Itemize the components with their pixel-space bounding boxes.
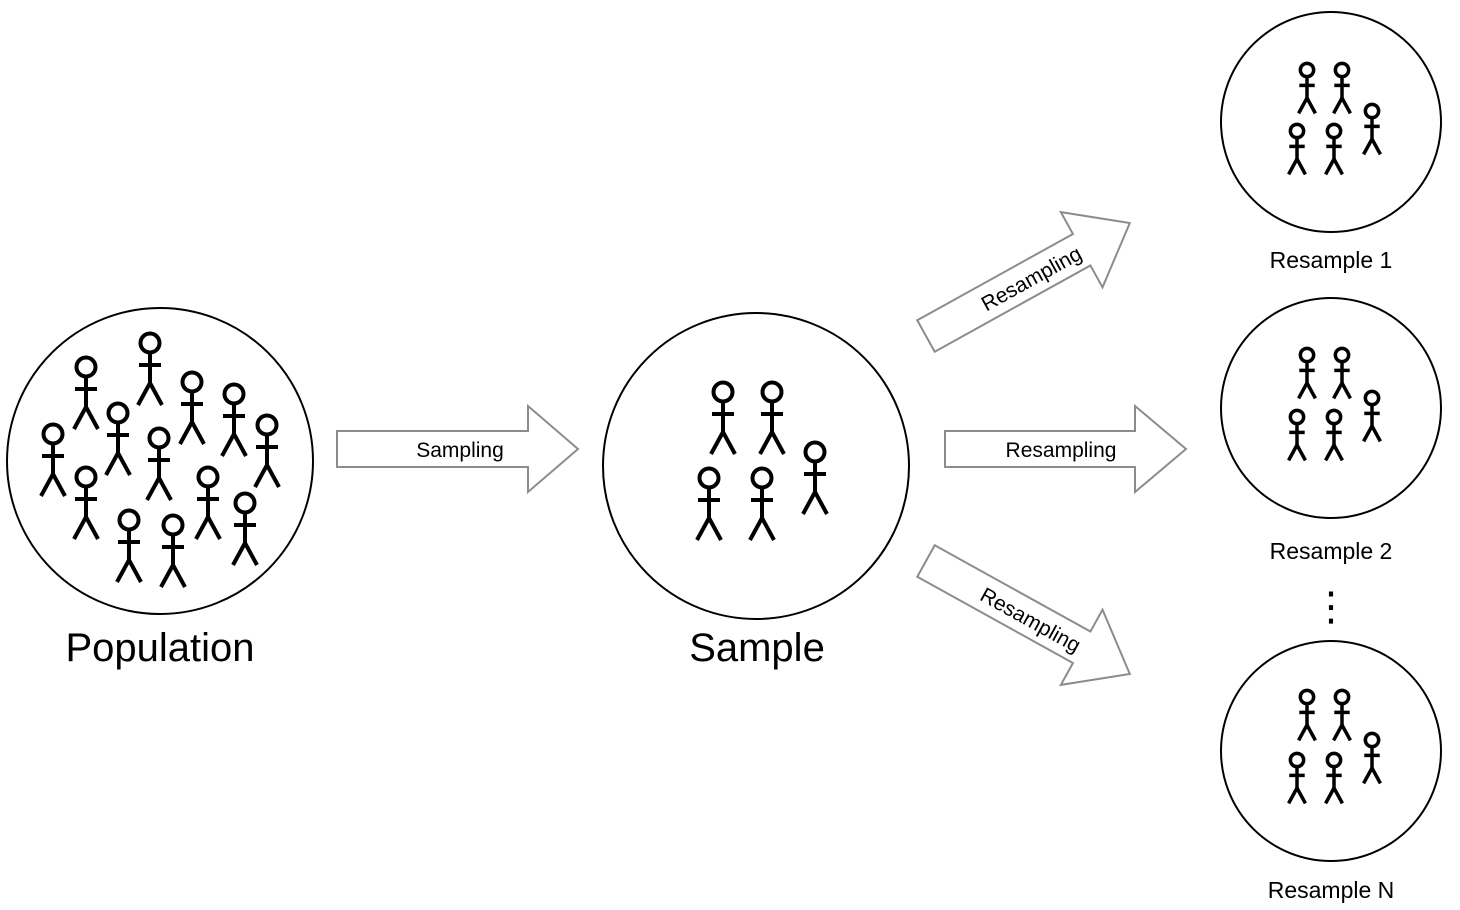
resampling-arrow-up: Resampling — [915, 210, 1132, 354]
person-icon — [253, 413, 281, 489]
resample-n-circle — [1220, 640, 1442, 862]
resample-n-group: Resample N — [1220, 640, 1442, 903]
person-icon — [231, 491, 259, 567]
person-icon — [1286, 408, 1308, 463]
sample-group: Sample — [602, 312, 910, 670]
resampling-arrow-down-shape — [915, 543, 1132, 687]
person-icon — [1361, 731, 1383, 786]
person-icon — [1323, 408, 1345, 463]
person-icon — [1286, 122, 1308, 177]
person-icon — [136, 331, 164, 407]
sample-circle — [602, 312, 910, 620]
person-icon — [695, 466, 723, 542]
person-icon — [104, 401, 132, 477]
population-figures — [39, 331, 281, 589]
resample-2-circle — [1220, 297, 1442, 519]
person-icon — [1323, 122, 1345, 177]
resample-1-group: Resample 1 — [1220, 11, 1442, 273]
resample-1-figures — [1286, 61, 1383, 177]
person-icon — [1296, 61, 1318, 116]
sampling-arrow-label: Sampling — [416, 439, 504, 462]
resample-n-label: Resample N — [1268, 877, 1395, 903]
person-icon — [72, 355, 100, 431]
person-icon — [159, 513, 187, 589]
person-icon — [758, 380, 786, 456]
sampling-arrow: Sampling — [336, 403, 580, 495]
resampling-arrow-middle-label: Resampling — [1006, 439, 1117, 462]
population-circle — [6, 307, 314, 615]
resample-2-label: Resample 2 — [1270, 538, 1393, 564]
person-icon — [1331, 688, 1353, 743]
resampling-arrow-down: Resampling — [915, 543, 1132, 687]
sample-figures — [695, 380, 829, 542]
person-icon — [801, 440, 829, 516]
person-icon — [748, 466, 776, 542]
person-icon — [220, 382, 248, 458]
resampling-arrow-middle: Resampling — [944, 403, 1188, 495]
person-icon — [194, 465, 222, 541]
population-group: Population — [6, 307, 314, 670]
person-icon — [1331, 346, 1353, 401]
resampling-arrow-middle-shape — [944, 403, 1188, 495]
resample-2-group: Resample 2 — [1220, 297, 1442, 564]
person-icon — [1331, 61, 1353, 116]
person-icon — [72, 465, 100, 541]
person-icon — [115, 508, 143, 584]
person-icon — [1361, 102, 1383, 157]
resampling-arrow-up-shape — [915, 210, 1132, 354]
person-icon — [178, 370, 206, 446]
resample-1-circle — [1220, 11, 1442, 233]
resample-2-figures — [1286, 346, 1383, 463]
person-icon — [145, 426, 173, 502]
person-icon — [39, 422, 67, 498]
person-icon — [1296, 346, 1318, 401]
person-icon — [1323, 751, 1345, 806]
resample-1-label: Resample 1 — [1270, 247, 1393, 273]
sampling-arrow-shape — [336, 403, 580, 495]
sample-label: Sample — [689, 626, 825, 670]
population-label: Population — [65, 626, 254, 670]
person-icon — [709, 380, 737, 456]
person-icon — [1286, 751, 1308, 806]
resample-n-figures — [1286, 688, 1383, 806]
person-icon — [1361, 389, 1383, 444]
vertical-ellipsis: ⋮ — [1311, 585, 1351, 629]
person-icon — [1296, 688, 1318, 743]
